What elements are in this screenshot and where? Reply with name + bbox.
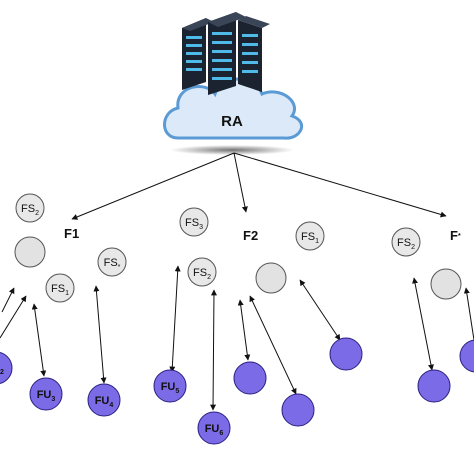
fog-group-3: FS2 F* — [391, 227, 474, 403]
fog-user-g3-b[interactable] — [459, 339, 474, 373]
ra-edges — [71, 152, 447, 220]
fog-server-fs-star-g1[interactable] — [97, 247, 127, 277]
fog-group-1: FS2 F1 FS* FS1 2 FU3 FU4 — [0, 193, 127, 417]
edge-ra-f2 — [233, 152, 248, 213]
fog-group-2: FS3 F2 FS1 FS2 FU5 FU6 — [153, 207, 363, 445]
fog-server-fs2-g3[interactable] — [391, 227, 421, 257]
ra-cloud-group: RA — [163, 12, 304, 155]
fs2-g1-label: FS2 — [21, 203, 39, 217]
fs2-g3-label: FS2 — [397, 237, 415, 251]
edge-ra-f3 — [233, 152, 447, 218]
edge-g1-b — [0, 295, 27, 339]
fog-label-f1: F1 — [64, 226, 79, 241]
fu2-g1-label: 2 — [0, 369, 4, 376]
fs-star-g1-label: FS* — [104, 257, 121, 271]
fog-user-fu3-g1[interactable] — [29, 377, 63, 411]
fu4-g1-label: FU4 — [95, 395, 114, 409]
edge-g1-fu3 — [31, 303, 47, 377]
server-rack-icon — [182, 12, 270, 95]
fog-user-g2-c[interactable] — [329, 337, 363, 371]
fog-server-fs3-g2[interactable] — [179, 207, 209, 237]
fog-label-f2: F2 — [243, 228, 258, 243]
edge-g3-b — [463, 287, 474, 341]
fs1-g2-label: FS1 — [301, 231, 319, 245]
fog-server-fs1-g1[interactable] — [45, 273, 75, 303]
fog-user-fu5-g2[interactable] — [153, 369, 187, 403]
fog-user-g2-a[interactable] — [233, 361, 267, 395]
fs1-g1-label: FS1 — [51, 283, 69, 297]
edge-g1-fu4 — [93, 285, 107, 384]
edge-g2-fu5 — [169, 265, 181, 373]
edge-g2-b3 — [299, 279, 341, 341]
fu6-g2-label: FU6 — [205, 423, 224, 437]
fog-server-fs2-g2[interactable] — [187, 257, 217, 287]
edge-g1-a — [1, 287, 15, 313]
fu-edges — [0, 265, 474, 411]
fog-user-fu2-g1[interactable] — [0, 351, 13, 385]
fog-user-fu6-g2[interactable] — [197, 411, 231, 445]
fog-user-g2-b[interactable] — [281, 393, 315, 427]
fog-node-g2[interactable] — [255, 262, 287, 294]
edge-g2-b1 — [237, 299, 251, 361]
fs3-g2-label: FS3 — [185, 217, 203, 231]
edge-g3-a — [412, 277, 434, 371]
fog-server-fs2-g1[interactable] — [15, 193, 45, 223]
edge-ra-f1 — [71, 152, 235, 220]
edge-g2-fu6 — [210, 289, 217, 411]
fog-server-fs1-g2[interactable] — [295, 221, 325, 251]
fu5-g2-label: FU5 — [161, 381, 180, 395]
fog-node-g3[interactable] — [430, 268, 462, 300]
fog-node-g1[interactable] — [14, 236, 46, 268]
fu3-g1-label: FU3 — [37, 389, 56, 403]
fog-label-f3: F* — [450, 228, 461, 243]
fog-user-fu4-g1[interactable] — [87, 383, 121, 417]
edge-g2-b2 — [249, 295, 297, 395]
fog-user-g3-a[interactable] — [417, 369, 451, 403]
ra-label: RA — [221, 113, 243, 130]
fs2-g2-label: FS2 — [193, 267, 211, 281]
cloud-shadow — [170, 145, 294, 155]
